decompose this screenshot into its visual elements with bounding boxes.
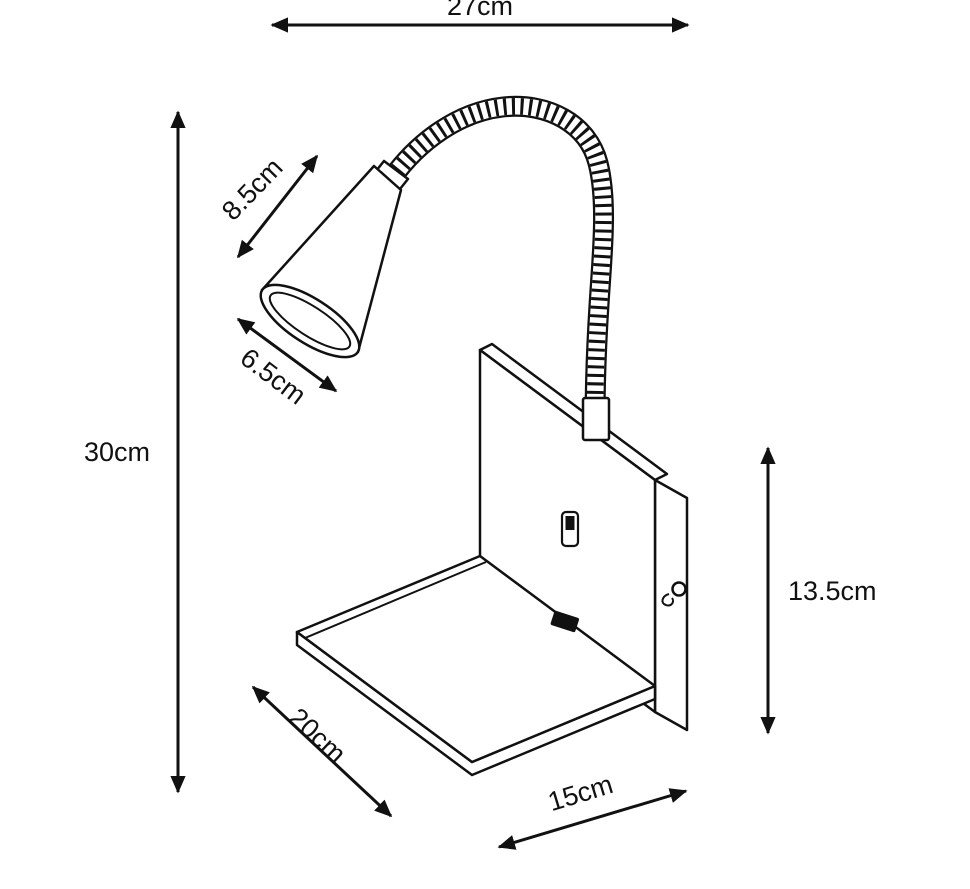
cable-loop <box>661 593 675 607</box>
power-switch-rocker <box>565 516 575 530</box>
dimension-arrows <box>170 17 776 850</box>
connector-knob <box>671 581 687 597</box>
wall-lamp-drawing <box>259 95 689 777</box>
power-switch <box>560 510 580 548</box>
shelf-inner-edge-line <box>304 561 487 639</box>
gooseneck-ribs <box>385 98 612 423</box>
gooseneck-arm <box>383 95 615 423</box>
dimension-arrow-shade-length <box>236 154 319 259</box>
shelf-top <box>295 554 657 764</box>
dimension-label-shelf-width: 15cm <box>544 769 616 817</box>
usb-port <box>550 610 580 633</box>
dimension-label-total-height: 30cm <box>84 437 150 467</box>
dimension-arrow-shade-width <box>236 317 338 393</box>
side-cable-connector <box>661 581 687 607</box>
dimension-label-shade-width: 6.5cm <box>235 342 312 410</box>
dimension-label-bracket-height: 13.5cm <box>788 576 877 606</box>
dimension-arrow-shelf-width <box>497 788 688 850</box>
gooseneck-collar <box>581 396 611 442</box>
dimension-arrow-shelf-depth <box>251 685 393 818</box>
dimension-label-top-width: 27cm <box>447 0 513 21</box>
dimension-label-shelf-depth: 20cm <box>283 702 352 769</box>
dimension-label-shade-length: 8.5cm <box>216 152 289 226</box>
